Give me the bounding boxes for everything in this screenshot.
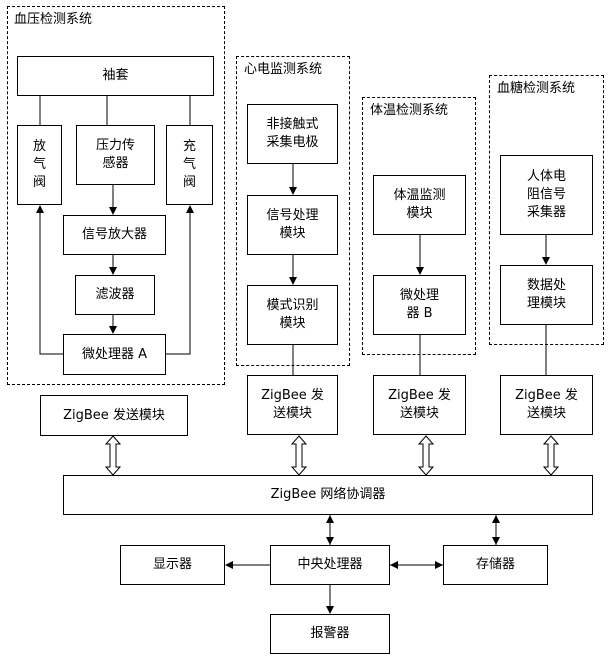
glucose-zigbee-link-arrow [544, 436, 558, 475]
temp-zigbee-link-arrow [419, 436, 433, 475]
ecg-zigbee-link-arrow [292, 436, 306, 475]
mcu-to-deflate-arrow [40, 206, 63, 354]
bp-zigbee-link-arrow [106, 436, 120, 475]
mcu-to-inflate-arrow [166, 206, 190, 354]
